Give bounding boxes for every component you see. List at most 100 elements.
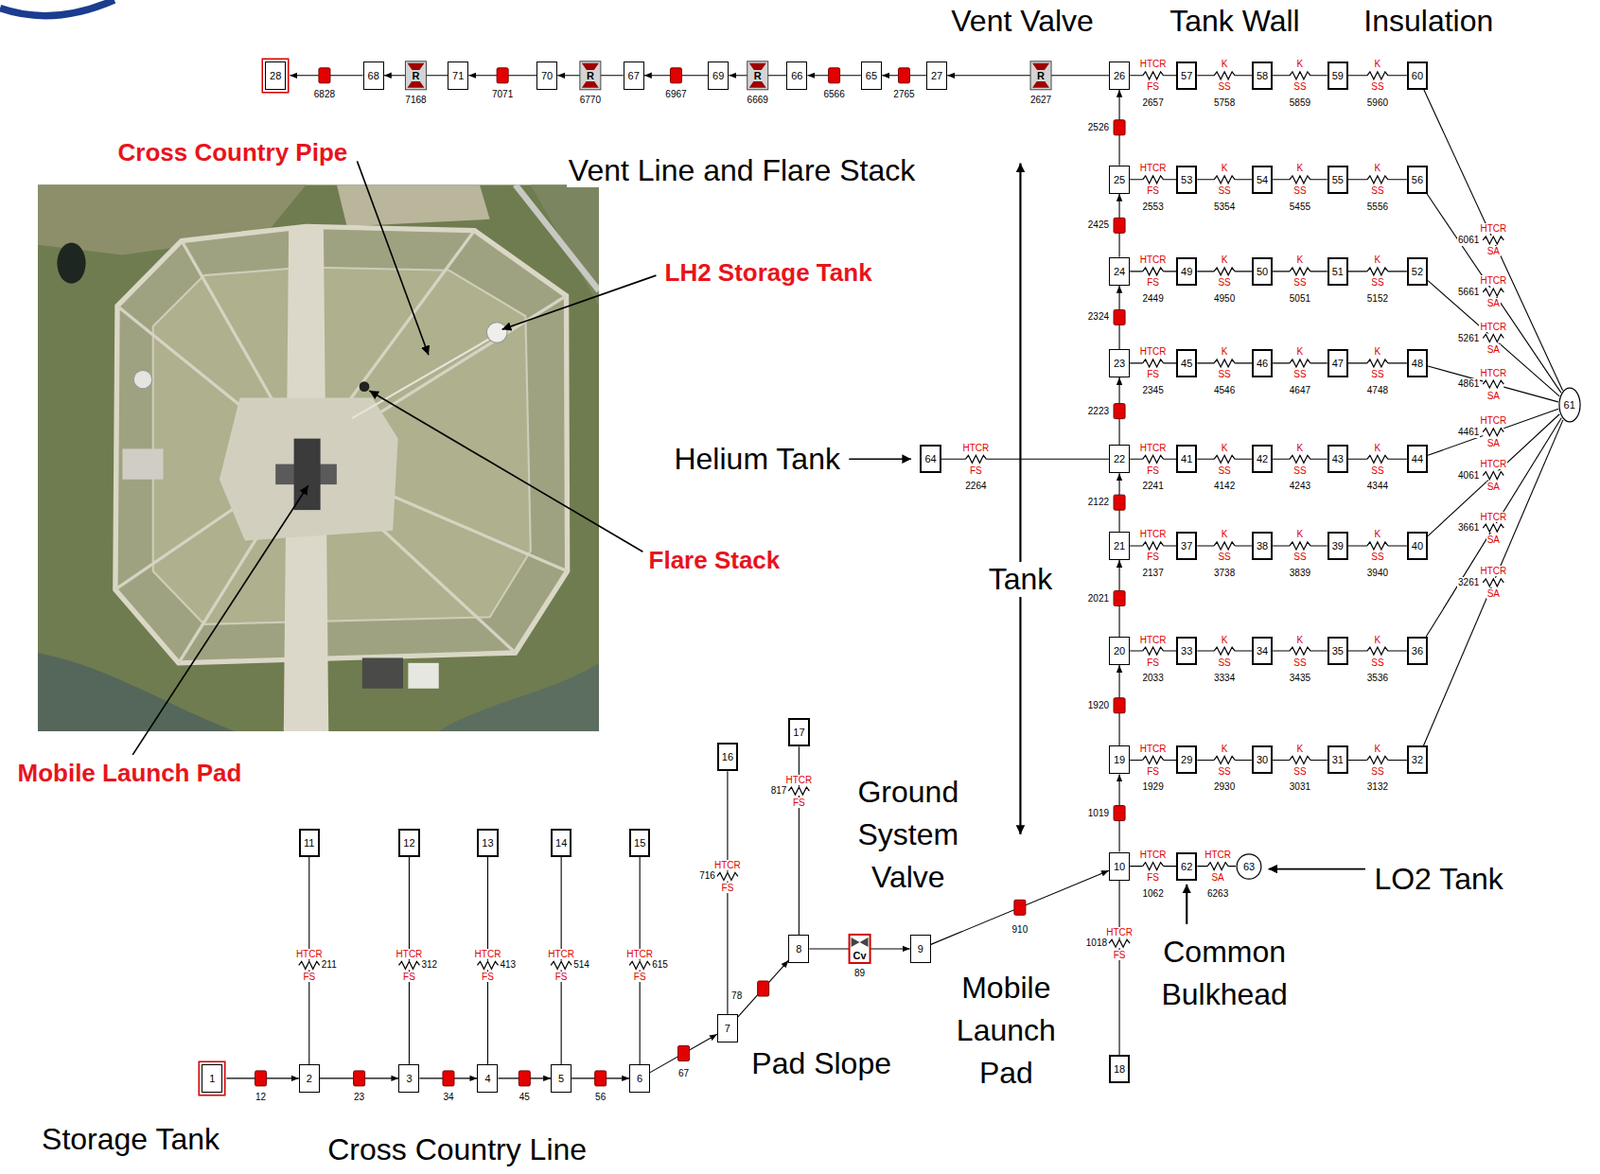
- resistor-ground: [788, 786, 809, 796]
- node-ellipse: [1559, 387, 1581, 422]
- conductor-material: FS: [1145, 185, 1161, 196]
- node-number: 17: [792, 725, 805, 739]
- conductor-type: HTCR: [1139, 442, 1168, 454]
- resistor-symbol: [1482, 579, 1504, 587]
- conductor-type: HTCR: [1139, 254, 1168, 265]
- thermal-node: 23: [1108, 349, 1130, 378]
- leader-line: [132, 485, 308, 756]
- conductor-number: 1018: [1085, 937, 1108, 950]
- resistor-symbol: [1482, 288, 1504, 297]
- valve-type: R: [585, 70, 596, 82]
- resistor-symbol: [1482, 334, 1504, 343]
- conductor-number: 5354: [1213, 201, 1236, 213]
- node-number: 69: [712, 69, 724, 83]
- conductor-number: 716: [698, 870, 717, 882]
- r-symbol: [1030, 61, 1052, 90]
- section-label: Vent Valve: [949, 3, 1096, 39]
- node-number: 59: [1332, 69, 1344, 83]
- resistor-ground: [1213, 755, 1235, 765]
- thermal-node: 45: [1176, 349, 1197, 378]
- path-symbol: [1113, 404, 1126, 420]
- resistor-ground: [1482, 379, 1504, 389]
- resistor-symbol: [398, 961, 420, 969]
- res-symbol: [717, 871, 739, 881]
- conductor-type: HTCR: [713, 860, 742, 871]
- conductor-number: 2241: [1142, 480, 1165, 493]
- path-number: 6669: [746, 94, 770, 106]
- resistor-ground: [1482, 427, 1504, 438]
- thermal-node: 16: [717, 742, 739, 772]
- res-symbol: [1482, 334, 1504, 344]
- section-label: LO2 Tank: [1371, 861, 1505, 897]
- conductor-number: 3940: [1366, 567, 1390, 580]
- res-symbol: [1482, 235, 1504, 246]
- thermal-node: 37: [1176, 531, 1197, 561]
- path-number: 67: [677, 1068, 690, 1080]
- conductor-material: FS: [480, 971, 495, 983]
- flow-path-symbol: [496, 68, 509, 84]
- launch-tower: [294, 439, 321, 510]
- res-symbol: [1367, 266, 1389, 277]
- node-number: 38: [1256, 539, 1268, 553]
- thermal-node: 34: [1251, 636, 1273, 666]
- resistor-symbol: [1289, 175, 1311, 184]
- thermal-node: 47: [1327, 349, 1349, 378]
- resistor-symbol: [1207, 862, 1229, 871]
- node-number: 53: [1180, 173, 1193, 187]
- conductor-material: FS: [1145, 766, 1161, 777]
- conductor-number: 5152: [1366, 293, 1390, 305]
- conductor-material: SS: [1370, 369, 1385, 380]
- res-symbol: [1213, 755, 1235, 765]
- aerial-photo: [37, 184, 599, 732]
- resistor-ground: [1289, 755, 1311, 765]
- pointer-arrow: [848, 457, 912, 460]
- resistor-symbol: [1482, 472, 1504, 480]
- thermal-node: 38: [1251, 531, 1273, 561]
- resistor-ground: [1482, 578, 1504, 588]
- conductor-type: HTCR: [1139, 162, 1168, 174]
- node-number: 58: [1256, 69, 1268, 83]
- resistor-symbol: [1213, 647, 1235, 655]
- thermal-node: 52: [1406, 257, 1428, 286]
- thermal-node: 9: [910, 934, 932, 964]
- flow-path-symbol: [1113, 309, 1126, 325]
- res-symbol: [1482, 471, 1504, 481]
- conductor-type: K: [1220, 346, 1230, 357]
- resistor-symbol: [1213, 455, 1235, 463]
- conductor-type: K: [1296, 634, 1305, 646]
- valve-type: R: [410, 70, 421, 82]
- node-number: 23: [1113, 356, 1126, 370]
- thermal-node: 67: [623, 61, 645, 90]
- res-symbol: [1213, 175, 1235, 185]
- thermal-node: 64: [919, 444, 941, 474]
- conductor-material: SS: [1216, 766, 1231, 777]
- node-number: 48: [1411, 356, 1424, 370]
- lh2-sphere: [486, 322, 508, 344]
- conductor-type: K: [1373, 58, 1383, 70]
- conductor-type: HTCR: [1478, 321, 1508, 333]
- thermal-node: 42: [1251, 444, 1273, 474]
- node-number: 9: [914, 942, 927, 956]
- thermal-node: 60: [1406, 61, 1428, 90]
- conductor-type: K: [1373, 528, 1383, 540]
- conductor-type: K: [1220, 528, 1230, 540]
- resistor-ground: [1142, 541, 1164, 551]
- res-symbol: [788, 786, 809, 796]
- path-number: 2122: [1087, 496, 1110, 509]
- resistor-ground: [398, 960, 420, 970]
- path-number: 2425: [1087, 219, 1110, 231]
- resistor-symbol: [1108, 939, 1130, 948]
- thermal-node: 7: [717, 1014, 739, 1043]
- conductor-material: FS: [1145, 277, 1161, 288]
- flow-path-symbol: [678, 1045, 690, 1061]
- thermal-node: 33: [1176, 636, 1197, 666]
- conductor-material: FS: [1112, 949, 1127, 961]
- node-number: 52: [1411, 264, 1424, 279]
- thermal-node: 68: [363, 61, 385, 90]
- node-number: 24: [1113, 264, 1126, 279]
- conductor-material: FS: [1145, 465, 1161, 476]
- res-symbol: [1289, 358, 1311, 369]
- thermal-node: 15: [629, 828, 651, 858]
- logo-arc: [0, 0, 115, 17]
- path-symbol: [1113, 698, 1126, 714]
